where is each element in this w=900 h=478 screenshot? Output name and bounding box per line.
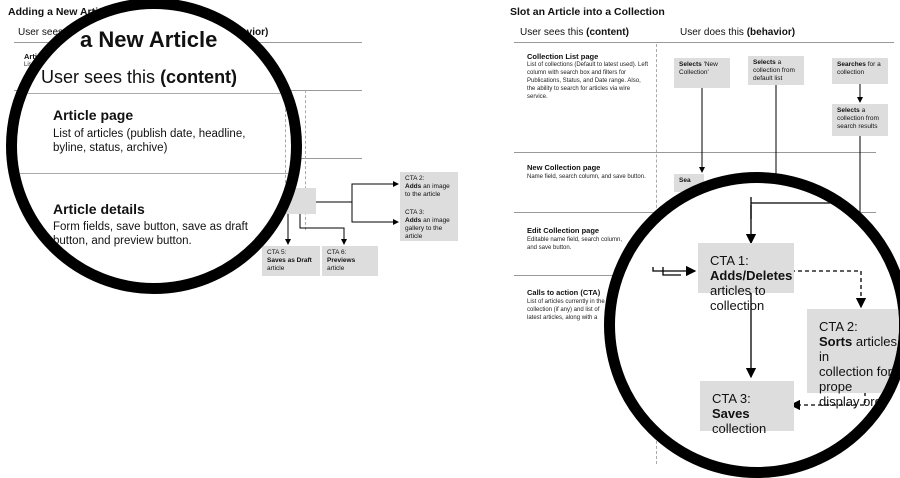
right-header-behavior-prefix: User does this (680, 27, 744, 38)
right-title: Slot an Article into a Collection (510, 6, 665, 18)
right-section-3-body: Editable name field, search column, and … (527, 237, 623, 251)
lens-cta2-bold: Sorts (819, 334, 853, 349)
behavior-3-rest: for a collection (837, 61, 881, 76)
right-header-behavior: User does this (behavior) (680, 27, 795, 38)
right-header-content-bold: (content) (586, 27, 629, 38)
behavior-box-search-results: Selects a collection from search results (832, 104, 888, 136)
lens-dashed-cta1-to-cta2 (791, 270, 867, 309)
lens-left-section-1-body: List of articles (publish date, headline… (53, 128, 246, 154)
left-arrow-cta6 (299, 214, 347, 245)
left-magnifier-lens: a New Article User sees this (content) A… (6, 0, 302, 294)
lens-cta2-rest3: display order (819, 394, 894, 409)
left-cta5-box: CTA 5: Saves as Draft article (262, 246, 320, 276)
left-arrow-cta3 (351, 202, 399, 225)
lens-left-divider (285, 109, 286, 259)
left-cta5-bold: Saves as Draft (267, 257, 312, 264)
lens-cta1-bold: Adds/Deletes (710, 268, 793, 283)
lens-left-section-2-title: Article details (53, 201, 145, 217)
left-cta3-bold: Adds (405, 217, 422, 224)
left-cta3-text: Adds an image gallery to the article (405, 217, 453, 241)
right-section-4-title: Calls to action (CTA) (527, 288, 601, 297)
lens-left-header: User sees this (content) (41, 67, 237, 88)
lens-cta1-label: CTA 1: (710, 253, 749, 268)
left-cta2-box: CTA 2: Adds an image to the article (400, 172, 458, 209)
lens-cta3-box: CTA 3: Saves collection (700, 381, 794, 436)
lens-cta1-box: CTA 1: Adds/Deletes articles to collecti… (698, 243, 794, 313)
behavior-4-rest: a collection from search results (837, 107, 879, 130)
right-section-4-body: List of articles currently in the collec… (527, 299, 605, 321)
left-cta6-bold: Previews (327, 257, 356, 264)
left-connector-lines (285, 181, 399, 245)
right-section-3-title: Edit Collection page (527, 226, 600, 235)
right-header-content: User sees this (content) (520, 27, 629, 38)
left-arrow-cta2 (316, 181, 399, 203)
right-magnifier-lens: CTA 1: Adds/Deletes articles to collecti… (604, 172, 900, 478)
left-cta3-label: CTA 3: (405, 209, 425, 216)
lens-left-header-prefix: User sees this (41, 67, 156, 87)
lens-cta2-rest2: collection for prope (819, 364, 892, 394)
left-cta5-label: CTA 5: (267, 249, 287, 256)
behavior-box-new-collection: Selects 'New Collection' (674, 58, 730, 88)
behavior-1-rest: 'New Collection' (679, 61, 718, 76)
behavior-box-default-list: Selects a collection from default list (748, 56, 804, 85)
left-cta2-bold: Adds (405, 183, 422, 190)
left-cta5-text: Saves as Draft article (267, 257, 315, 273)
lens-cta2-box: CTA 2: Sorts articles in collection for … (807, 309, 899, 409)
lens-cta3-label: CTA 3: (712, 391, 751, 406)
lens-arrow-left-cta1 (652, 265, 697, 277)
lens-left-section-1-title: Article page (53, 107, 134, 123)
behavior-2-rest: a collection from default list (753, 59, 795, 82)
left-cta2-rest: an image to the article (405, 183, 450, 198)
left-cta3-box: CTA 3: Adds an image gallery to the arti… (400, 206, 458, 241)
lens-left-rule-1 (17, 93, 291, 94)
right-header-content-prefix: User sees this (520, 27, 584, 38)
behavior-4-bold: Selects (837, 107, 860, 114)
lens-cta2-label: CTA 2: (819, 319, 858, 334)
left-cta6-box: CTA 6: Previews article (322, 246, 378, 276)
left-cta3-rest: an image gallery to the article (405, 217, 450, 240)
right-header-behavior-bold: (behavior) (746, 27, 796, 38)
left-cta2-text: Adds an image to the article (405, 183, 453, 199)
left-header-content: User sees this (18, 27, 81, 38)
right-section-1-body: List of collections (Default to latest u… (527, 62, 649, 100)
right-row-rule-1 (514, 152, 876, 153)
behavior-2-bold: Selects (753, 59, 776, 66)
lens-line-top (750, 197, 895, 219)
lens-cta3-rest: collection (712, 421, 767, 436)
left-cta6-text: Previews article (327, 257, 373, 273)
lens-left-title-part: a New Article (80, 27, 218, 52)
lens-cta3-text: Saves collection (712, 406, 782, 436)
right-section-2-body: Name field, search column, and save butt… (527, 174, 646, 180)
right-section-1-title: Collection List page (527, 52, 599, 61)
left-cta2-label: CTA 2: (405, 175, 425, 182)
lens-left-rule-2 (17, 173, 291, 174)
lens-cta3-bold: Saves (712, 406, 750, 421)
left-header-prefix: User sees this (18, 27, 82, 38)
right-section-2-title: New Collection page (527, 163, 601, 172)
lens-left-section-2-body: Form fields, save button, save as draft … (53, 221, 248, 247)
behavior-box-search: Searches for a collection (832, 58, 888, 84)
behavior-1-bold: Selects (679, 61, 702, 68)
lens-cta1-rest: articles to collection (710, 283, 766, 313)
behavior-3-bold: Searches (837, 61, 866, 68)
left-cta6-label: CTA 6: (327, 249, 347, 256)
lens-left-header-bold: (content) (160, 67, 238, 87)
right-header-rule (514, 42, 894, 43)
left-cta5-rest: article (267, 265, 285, 272)
lens-cta2-line1: Sorts articles in (819, 334, 899, 364)
lens-line-left-in (662, 267, 681, 276)
left-column-divider (305, 90, 306, 230)
lens-cta2-rest1: articles in (819, 334, 898, 364)
left-cta6-rest: article (327, 265, 345, 272)
